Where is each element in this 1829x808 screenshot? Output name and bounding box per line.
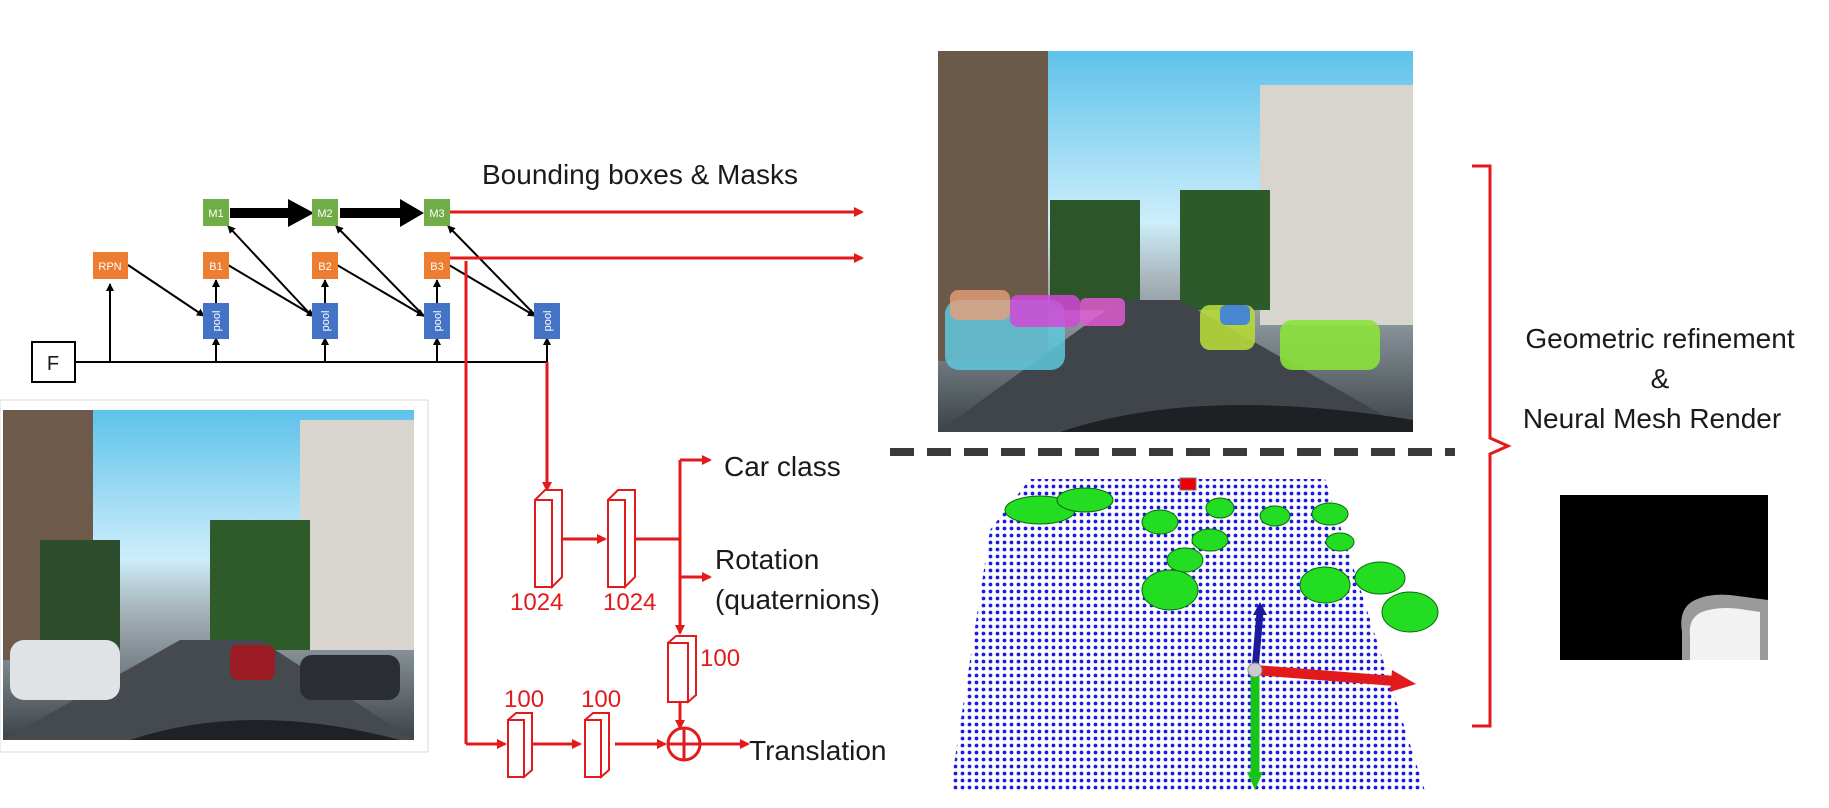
svg-text:B1: B1 [209, 261, 222, 273]
svg-text:F: F [47, 353, 59, 375]
red-connections [450, 207, 864, 749]
3d-render [950, 477, 1439, 791]
car-class-label: Car class [724, 451, 841, 482]
axis-blue [1251, 611, 1264, 671]
mask-render [1560, 495, 1768, 660]
box-head-b3: B3 [424, 252, 450, 279]
pool-node-4: pool [534, 303, 560, 339]
svg-text:pool: pool [211, 311, 223, 332]
axis-red [1254, 665, 1396, 686]
box-head-b1: B1 [203, 252, 229, 279]
car-meshes [1004, 487, 1439, 633]
svg-text:M3: M3 [429, 208, 444, 220]
fc-layer-1 [533, 489, 563, 590]
pool-node-2: pool [312, 303, 338, 339]
mask-head-m2: M2 [312, 199, 338, 226]
svg-text:pool: pool [432, 311, 444, 332]
thick-mask-arrows [230, 199, 424, 227]
translation-label: Translation [749, 735, 886, 766]
svg-text:B3: B3 [430, 261, 443, 273]
refinement-line-1: Geometric refinement [1525, 323, 1794, 354]
refinement-line-2: & [1651, 363, 1670, 394]
refinement-line-3: Neural Mesh Render [1523, 403, 1781, 434]
mask-head-m1: M1 [203, 199, 229, 226]
rotation-label: Rotation [715, 544, 819, 575]
svg-text:pool: pool [320, 311, 332, 332]
pool-node-3: pool [424, 303, 450, 339]
fc-box-layer-1 [506, 712, 533, 779]
input-photo [0, 399, 429, 753]
mask-head-m3: M3 [424, 199, 450, 226]
svg-text:pool: pool [542, 311, 554, 332]
fc-box2-size-label: 100 [581, 686, 621, 713]
fc2-size-label: 1024 [603, 589, 656, 616]
black-connections [75, 225, 551, 363]
svg-text:M1: M1 [208, 208, 223, 220]
rpn-node: RPN [93, 252, 128, 279]
fc-fuse-layer [666, 635, 697, 704]
overlay-photo [938, 51, 1413, 432]
svg-text:B2: B2 [318, 261, 331, 273]
pool-node-1: pool [203, 303, 229, 339]
fc-layer-2 [606, 489, 636, 590]
svg-text:M2: M2 [317, 208, 332, 220]
rotation-sub-label: (quaternions) [715, 584, 880, 615]
svg-text:RPN: RPN [98, 261, 121, 273]
bbox-masks-label: Bounding boxes & Masks [482, 159, 798, 190]
fc1-size-label: 1024 [510, 589, 563, 616]
right-brace [1472, 164, 1512, 728]
sum-node [666, 726, 702, 762]
feature-map-node: F [31, 341, 76, 383]
fc-fuse-size-label: 100 [700, 645, 740, 672]
fc-box1-size-label: 100 [504, 686, 544, 713]
fc-box-layer-2 [583, 712, 610, 779]
box-head-b2: B2 [312, 252, 338, 279]
